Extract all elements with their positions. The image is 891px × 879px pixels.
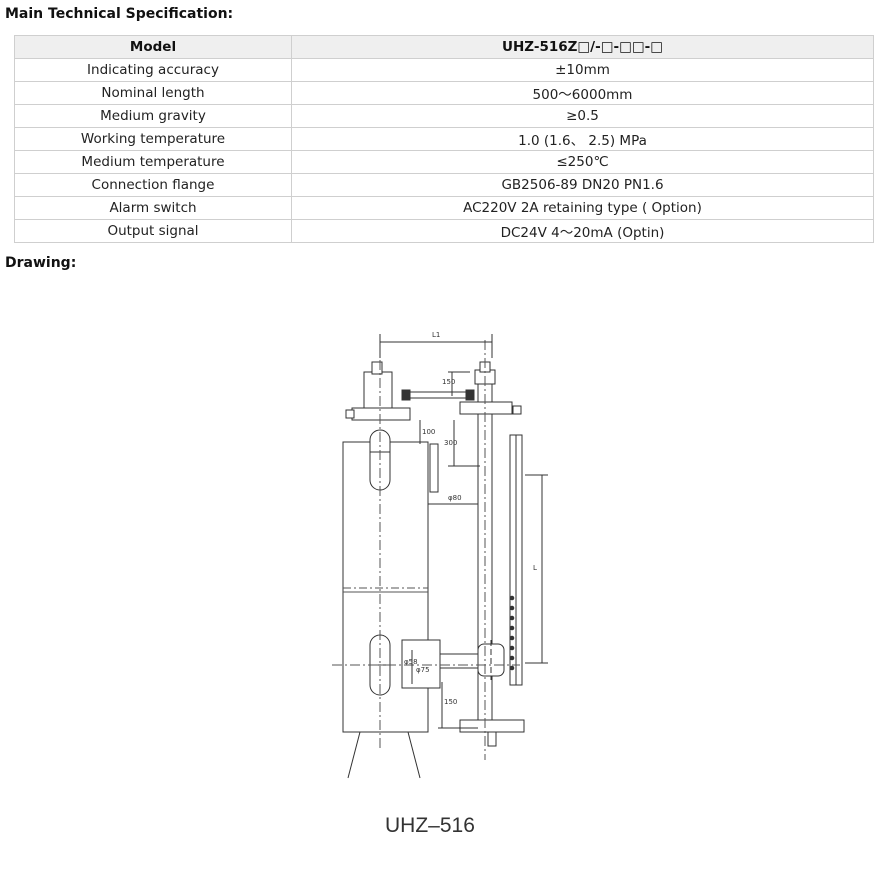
row-value: AC220V 2A retaining type ( Option): [291, 196, 874, 220]
row-value: ≥0.5: [291, 104, 874, 128]
table-row: Nominal length 500～6000mm: [14, 81, 874, 105]
row-value: ≤250℃: [291, 150, 874, 174]
row-label: Working temperature: [14, 127, 292, 151]
table-row: Working temperature 1.0 (1.6、 2.5) MPa: [14, 127, 874, 151]
top-flange-left: [363, 371, 393, 413]
row-label: Connection flange: [14, 173, 292, 197]
row-value: 500～6000mm: [291, 81, 874, 105]
drawing-heading: Drawing:: [5, 255, 77, 271]
table-row: Medium temperature ≤250℃: [14, 150, 874, 174]
row-label: Alarm switch: [14, 196, 292, 220]
table-row: Alarm switch AC220V 2A retaining type ( …: [14, 196, 874, 220]
row-value: 1.0 (1.6、 2.5) MPa: [291, 127, 874, 151]
dim-phi75: φ75: [416, 666, 430, 674]
table-row: Output signal DC24V 4～20mA (Optin): [14, 219, 874, 243]
spec-table: Model UHZ-516Z□/-□-□□-□ Indicating accur…: [14, 35, 874, 243]
technical-drawing: L1 L 150 100 300 φ80 φ58 φ75 150 UHZ–516: [320, 320, 560, 850]
header-label: Model: [14, 35, 292, 59]
dim-150-top: 150: [442, 378, 455, 386]
row-label: Medium gravity: [14, 104, 292, 128]
dim-l: L: [533, 564, 537, 572]
row-value: ±10mm: [291, 58, 874, 82]
row-value: GB2506-89 DN20 PN1.6: [291, 173, 874, 197]
header-value: UHZ-516Z□/-□-□□-□: [291, 35, 874, 59]
table-row: Medium gravity ≥0.5: [14, 104, 874, 128]
dim-150-bottom: 150: [444, 698, 457, 706]
dim-l1: L1: [432, 331, 440, 339]
table-row: Connection flange GB2506-89 DN20 PN1.6: [14, 173, 874, 197]
row-label: Output signal: [14, 219, 292, 243]
table-header-row: Model UHZ-516Z□/-□-□□-□: [14, 35, 874, 59]
dim-300: 300: [444, 439, 457, 447]
indicator-beads: [509, 595, 515, 671]
row-label: Nominal length: [14, 81, 292, 105]
dim-phi80: φ80: [448, 494, 462, 502]
row-value: DC24V 4～20mA (Optin): [291, 219, 874, 243]
spec-heading: Main Technical Specification:: [5, 6, 234, 22]
row-label: Medium temperature: [14, 150, 292, 174]
dim-phi58: φ58: [404, 658, 418, 666]
dim-100: 100: [422, 428, 435, 436]
row-label: Indicating accuracy: [14, 58, 292, 82]
drawing-caption: UHZ–516: [385, 814, 475, 837]
table-row: Indicating accuracy ±10mm: [14, 58, 874, 82]
